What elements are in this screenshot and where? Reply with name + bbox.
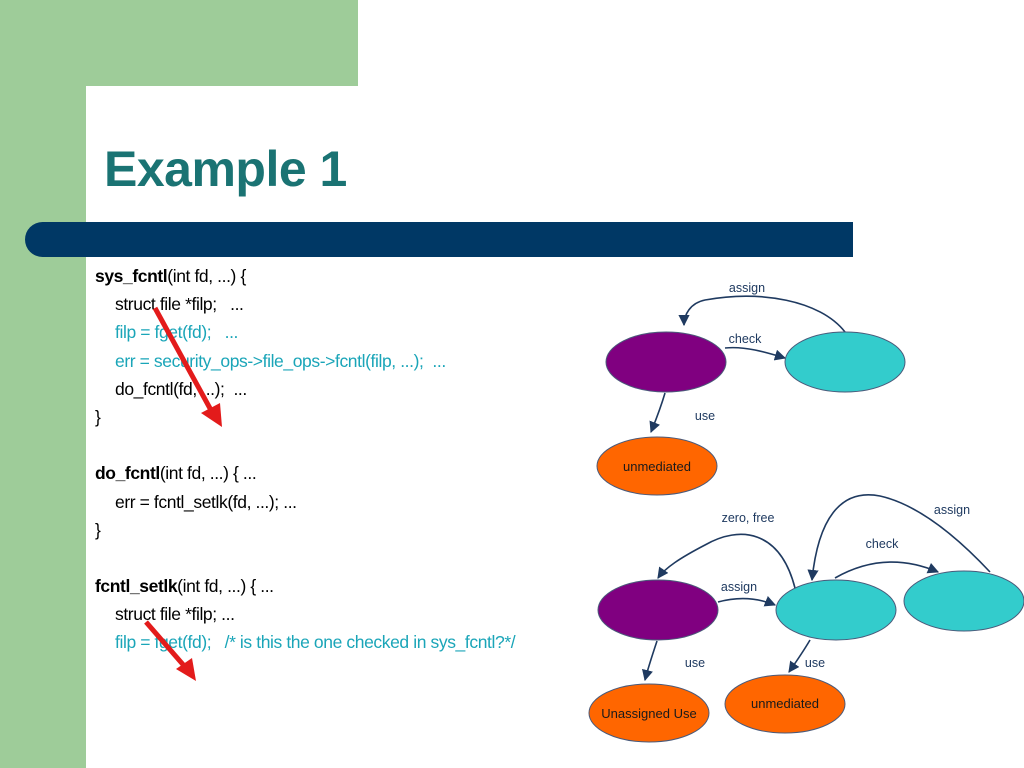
code-line: struct file *filp; ... [115, 294, 244, 315]
content-panel [86, 86, 1024, 768]
green-top-band [86, 0, 358, 86]
code-line: } [95, 519, 101, 540]
function-name: sys_fcntl [95, 266, 168, 286]
state-node-purple-bottom [597, 579, 719, 641]
bottom-diagram: zero, free assign check assign use use U… [588, 494, 1024, 743]
code-block: sys_fcntl(int fd, ...) { struct file *fi… [95, 262, 635, 657]
state-node-cyan-right [903, 570, 1024, 632]
green-sidebar [0, 0, 86, 768]
edge-use-right [788, 639, 811, 673]
edge-label-check: check [729, 332, 762, 346]
node-label-unassigned-use: Unassigned Use [601, 706, 696, 721]
state-node-purple [605, 331, 727, 393]
edge-assign-upper [807, 494, 991, 582]
code-line: fcntl_setlk(int fd, ...) { ... [95, 572, 635, 600]
edge-label-use-left: use [685, 656, 705, 670]
red-arrow-bottom [144, 620, 196, 681]
edge-label-assign-upper: assign [934, 503, 970, 517]
code-line: sys_fcntl(int fd, ...) { [95, 262, 635, 290]
edge-assign-top [678, 295, 846, 333]
edge-use-left [642, 640, 658, 682]
edge-label-use: use [695, 409, 715, 423]
code-line: err = fcntl_setlk(fd, ...); ... [115, 491, 297, 512]
function-name: do_fcntl [95, 463, 160, 484]
edge-use-top [649, 392, 666, 434]
function-signature: (int fd, ...) { ... [177, 576, 274, 597]
top-diagram: assign check use unmediated [596, 281, 906, 496]
node-label-unmediated: unmediated [623, 459, 691, 474]
code-line-highlight: filp = fget(fd); /* is this the one chec… [115, 632, 516, 653]
state-node-unmediated-bottom [724, 674, 846, 734]
red-arrow-top [152, 306, 222, 427]
function-signature: (int fd, ...) { ... [159, 463, 257, 484]
state-node-unassigned-use [588, 683, 710, 743]
slide-title: Example 1 [104, 141, 347, 197]
code-line-highlight: filp = fget(fd); ... [115, 322, 238, 343]
edge-label-check-bottom: check [866, 537, 899, 551]
function-name: fcntl_setlk [95, 576, 178, 597]
code-line: struct file *filp; ... [115, 604, 235, 625]
edge-assign-mid [717, 595, 777, 607]
state-node-cyan-middle [775, 579, 897, 641]
function-signature: (int fd, ...) { [167, 266, 246, 286]
edge-label-assign: assign [729, 281, 765, 295]
edge-label-assign-mid: assign [721, 580, 757, 594]
code-line: do_fcntl(fd, ...); ... [115, 378, 247, 399]
edge-zero-free [657, 533, 796, 589]
state-node-unmediated [596, 436, 718, 496]
code-line: do_fcntl(int fd, ...) { ... [95, 459, 635, 487]
title-underline-bar [25, 222, 853, 257]
node-label-unmediated-bottom: unmediated [751, 696, 819, 711]
edge-check-bottom [834, 561, 940, 579]
edge-label-use-right: use [805, 656, 825, 670]
edge-label-zero-free: zero, free [722, 511, 775, 525]
state-node-cyan [784, 331, 906, 393]
code-line-highlight: err = security_ops->file_ops->fcntl(filp… [115, 350, 446, 371]
code-line: } [95, 406, 101, 427]
edge-check-top [724, 346, 787, 361]
